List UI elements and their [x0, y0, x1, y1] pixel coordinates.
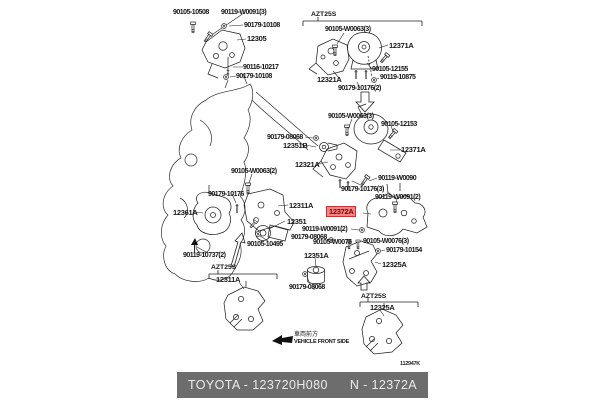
- part-label: 90179-08068: [267, 134, 303, 141]
- part-label: 12325A: [370, 303, 395, 312]
- part-label: 90179-10176(3): [341, 186, 384, 193]
- part-label: 90179-10108: [244, 22, 280, 29]
- part-label: 12325A: [382, 260, 407, 269]
- up-arrow-icon: [357, 275, 371, 291]
- part-label: 90105-W0075: [313, 239, 352, 246]
- part-label: 12321A: [295, 160, 320, 169]
- part-sketch-12325A-mid: [342, 240, 378, 287]
- part-label: 90119-10737(2): [183, 252, 226, 259]
- up-arrow-long-icon: [230, 232, 246, 268]
- part-label: 90179-08068: [291, 234, 327, 241]
- selected-part-label: 12372A: [326, 206, 357, 217]
- part-label: 90179-10108: [236, 73, 272, 80]
- footer-part-number: N - 12372A: [349, 378, 418, 392]
- leader-lines: [194, 12, 400, 317]
- part-sketch-12325A-box: [361, 303, 404, 355]
- part-sketch-12372A: [366, 183, 428, 236]
- vehicle-front-arrow-icon: [272, 335, 293, 345]
- part-label: 90105-10495: [247, 241, 283, 248]
- vehicle-front-label-jp: 車両前方: [294, 332, 319, 338]
- part-label: 12361A: [173, 208, 198, 217]
- part-label: 90105-W0063(3): [325, 26, 371, 33]
- part-label: 12321A: [317, 75, 342, 84]
- part-label: 12305: [247, 34, 267, 43]
- drawing-code: 112947K: [400, 361, 420, 367]
- part-label: 90119-10875: [380, 74, 416, 81]
- part-label: 12351B: [283, 141, 308, 150]
- part-label: 90105-12153: [381, 121, 417, 128]
- part-label: 90179-08068: [289, 284, 325, 291]
- group-brackets: [208, 17, 423, 307]
- part-label: 12311A: [216, 275, 241, 284]
- part-sketch-12351B: [319, 142, 338, 152]
- part-label: 90105-W0063(2): [231, 168, 277, 175]
- footer-part-banner: TOYOTA - 123720H080 N - 12372A: [177, 372, 428, 398]
- part-label: 12371A: [389, 41, 414, 50]
- part-label: 12371A: [401, 145, 426, 154]
- part-sketch-12371A-top: [347, 32, 382, 78]
- small-up-arrow-icon: [191, 238, 198, 252]
- part-sketch-12311A-box: [223, 281, 266, 331]
- part-label: 12311A: [289, 201, 314, 210]
- part-label: 90116-10217: [243, 64, 279, 71]
- model-code-label: AZT25S: [361, 293, 387, 300]
- part-label: 90179-10176: [208, 191, 244, 198]
- part-label: 90105-W0076(3): [363, 238, 409, 245]
- part-label: 90119-W0090: [378, 175, 417, 182]
- part-sketch-12361A: [192, 185, 232, 235]
- part-label: 90179-10154: [386, 247, 422, 254]
- model-code-label: AZT25S: [211, 264, 237, 271]
- part-label: 90119-W0091(2): [302, 226, 348, 233]
- part-sketch-12305: [201, 29, 246, 79]
- vehicle-front-label-en: VEHICLE FRONT SIDE: [294, 339, 350, 345]
- part-label: 12351: [287, 217, 307, 226]
- engine-outline: [161, 73, 319, 282]
- model-code-label: AZT25S: [311, 11, 337, 18]
- part-sketch-12321A-top: [308, 38, 350, 76]
- down-arrow-icon: [355, 91, 375, 113]
- part-label: 90105-W0063(3): [328, 113, 374, 120]
- part-label: 90119-W0091(2): [375, 194, 421, 201]
- part-label: 90119-W0091(3): [221, 9, 267, 16]
- footer-catalog-code: TOYOTA - 123720H080: [187, 378, 328, 392]
- part-sketch-12371A-mid: [353, 103, 407, 163]
- part-sketch-12351A: [307, 266, 325, 290]
- part-label: 90105-10508: [173, 9, 209, 16]
- part-label: 90179-10176(2): [338, 85, 381, 92]
- part-label: 12351A: [304, 251, 329, 260]
- part-label: 90105-12155: [372, 66, 408, 73]
